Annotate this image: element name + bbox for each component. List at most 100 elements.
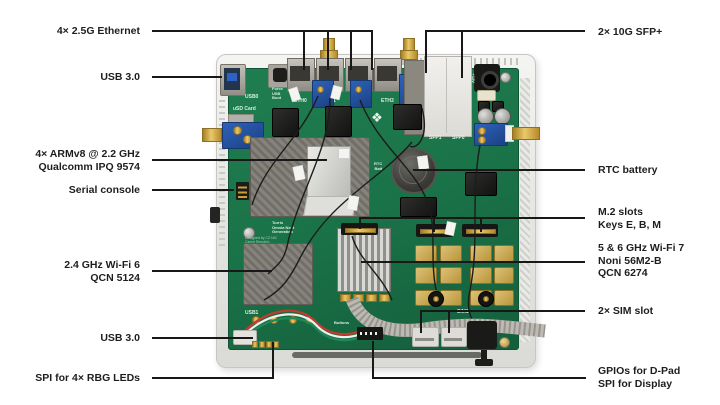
antenna-pad <box>415 267 437 284</box>
pmic-chip <box>465 172 497 196</box>
ufl-connector <box>233 126 242 135</box>
sim-tray <box>467 321 497 349</box>
leader-ethernet-drop <box>303 32 305 70</box>
led-pad <box>266 341 272 348</box>
leader-sfp-drop <box>461 32 463 78</box>
leader-spi-leds <box>152 377 274 379</box>
sim-slot-1 <box>412 327 439 347</box>
annotation-usb3-bottom: USB 3.0 <box>100 332 140 344</box>
ufl-pad <box>289 316 297 324</box>
leader-m2-drop <box>359 219 361 229</box>
annotation-usb3-top: USB 3.0 <box>100 71 140 83</box>
case-vent-right <box>520 78 530 342</box>
leader-ethernet-drop <box>350 32 352 70</box>
annotation-sfp: 2× 10G SFP+ <box>598 26 663 38</box>
case-bottom-slot <box>292 352 482 358</box>
leader-ethernet-drop <box>327 32 329 70</box>
leader-sim-drop <box>448 312 450 333</box>
leader-gpio <box>372 377 586 379</box>
silk-designed-by: Designed by CZ.NIC Czech Republic <box>245 236 278 244</box>
silk-buttons: Buttons <box>334 320 350 325</box>
silk-turris: Turris Omnia Next Generation <box>272 220 295 234</box>
antenna-pad <box>494 290 514 306</box>
silk-eth0: ETH0 <box>294 98 307 104</box>
memory-chip <box>272 108 299 137</box>
antenna-pad <box>494 267 514 284</box>
led-pad <box>259 341 265 348</box>
sim-slot-2 <box>441 327 467 347</box>
antenna-standoff-pin <box>433 296 439 302</box>
leader-usb3-bottom <box>152 337 253 339</box>
wifi6-shield <box>243 243 313 305</box>
sfp-cage-seam <box>446 58 447 133</box>
leader-m2-drop <box>433 219 435 232</box>
silk-usb0: USB0 <box>245 94 259 100</box>
silk-sfp0: SFP0 <box>452 135 465 141</box>
memory-chip <box>325 106 352 137</box>
leader-sfp-drop <box>425 32 427 73</box>
leader-gpio-rise <box>372 341 374 379</box>
ufl-connector <box>478 136 486 144</box>
leader-wifi7 <box>361 261 585 263</box>
annotation-serial: Serial console <box>68 184 140 196</box>
ufl-connector <box>478 127 486 135</box>
antenna-pad <box>440 267 462 284</box>
fuse <box>477 90 496 101</box>
led-pad <box>252 341 258 348</box>
leader-sfp <box>425 30 585 32</box>
ufl-connector <box>317 86 324 93</box>
silk-sim1: SIM1 <box>457 309 469 315</box>
leader-sim <box>420 310 585 312</box>
antenna-pad <box>470 267 492 284</box>
ufl-connector <box>355 86 362 93</box>
annotation-wifi6: 2.4 GHz Wi-Fi 6 QCN 5124 <box>64 259 140 284</box>
silk-rtc-batt: RTC Batt <box>374 161 383 171</box>
leader-spi-leds-rise <box>272 342 274 377</box>
leader-ethernet-drop <box>371 32 373 70</box>
leader-cpu <box>152 159 327 161</box>
thumbscrew <box>481 348 487 361</box>
dc-jack-barrel <box>481 71 499 89</box>
leader-ethernet <box>152 30 373 32</box>
annotation-spi-leds: SPI for 4× RBG LEDs <box>35 372 140 384</box>
case-clip <box>210 207 220 223</box>
heatsink-pad <box>379 294 390 302</box>
memory-chip <box>393 104 422 130</box>
annotation-cpu: 4× ARMv8 @ 2.2 GHz Qualcomm IPQ 9574 <box>35 148 140 173</box>
boot-button <box>273 68 287 82</box>
turris-logo-icon: ❖ <box>371 110 383 125</box>
annotation-sim: 2× SIM slot <box>598 305 654 317</box>
sim-slot-2-groove <box>444 338 462 341</box>
leader-rtc <box>413 169 585 171</box>
antenna-standoff-pin <box>483 296 489 302</box>
buttons-header-pins <box>360 332 380 335</box>
leader-wifi6 <box>152 270 272 272</box>
ethernet-jack-2-slot <box>319 66 339 81</box>
sma-connector-left <box>202 128 222 142</box>
annotation-ethernet: 4× 2.5G Ethernet <box>56 25 140 37</box>
leader-serial <box>152 189 234 191</box>
sma-antenna-nut <box>400 50 418 60</box>
annotation-m2: M.2 slots Keys E, B, M <box>598 206 662 231</box>
annotation-wifi7: 5 & 6 GHz Wi-Fi 7 Noni 56M2-B QCN 6274 <box>598 242 685 279</box>
silk-sfp1: SFP1 <box>429 135 442 141</box>
heatsink-pad <box>340 294 351 302</box>
ethernet-jack-1-slot <box>290 66 310 81</box>
silk-usd-card: uSD Card <box>233 106 256 112</box>
sma-connector-right <box>512 127 540 140</box>
case-screw <box>500 72 511 83</box>
case-vent-left <box>219 96 225 246</box>
silk-eth3: ETH3 <box>381 98 394 104</box>
ethernet-jack-3-slot <box>348 66 368 81</box>
leader-usb3-top <box>152 76 222 78</box>
heatsink-pad <box>366 294 377 302</box>
thumbscrew-head <box>475 359 493 366</box>
pcb-screw <box>499 337 510 348</box>
serial-console-pins <box>238 184 247 198</box>
silk-force-boot: Force USB Boot <box>272 86 283 100</box>
ethernet-jack-4-slot <box>377 66 397 81</box>
leader-sim-drop <box>420 312 422 333</box>
annotation-rtc: RTC battery <box>598 164 658 176</box>
usb3-port-top-tongue <box>227 73 237 81</box>
